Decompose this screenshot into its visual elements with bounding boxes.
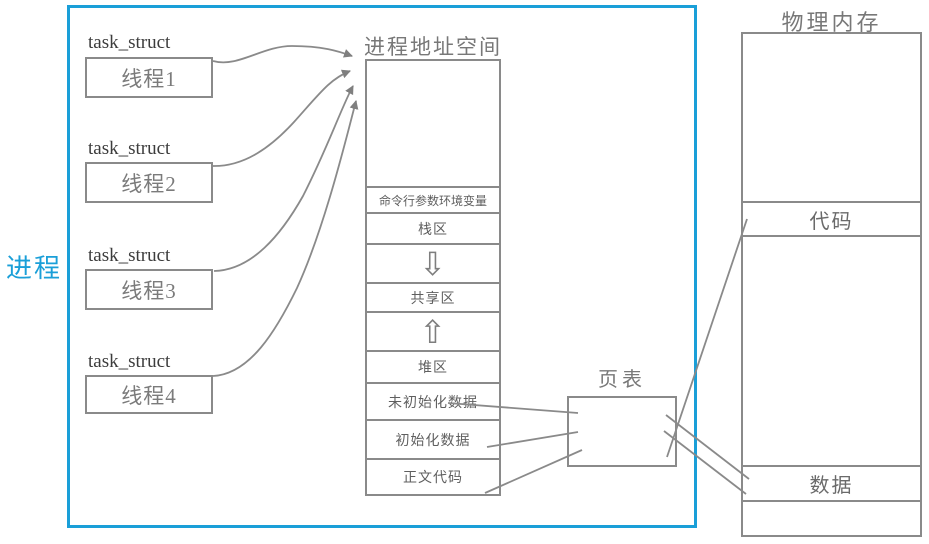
shared-segment: 共享区 xyxy=(367,282,499,311)
page-table-title: 页表 xyxy=(598,369,646,391)
memory-empty-middle xyxy=(743,235,920,465)
heap-segment: 堆区 xyxy=(367,350,499,382)
memory-empty-bottom xyxy=(743,500,920,535)
text-code-segment: 正文代码 xyxy=(367,458,499,494)
stack-segment: 栈区 xyxy=(367,212,499,243)
memory-code-segment: 代码 xyxy=(743,201,920,235)
cmdline-env-segment: 命令行参数环境变量 xyxy=(367,186,499,212)
process-label: 进程 xyxy=(6,254,63,283)
task-struct-label-1: task_struct xyxy=(88,32,171,53)
heap-grow-segment: ⇧ xyxy=(367,311,499,350)
heap-grows-up-icon: ⇧ xyxy=(419,312,447,351)
thread-1-box: 线程1 xyxy=(85,57,213,98)
task-struct-label-2: task_struct xyxy=(88,138,171,159)
memory-empty-top xyxy=(743,34,920,201)
address-space-box: 命令行参数环境变量 栈区 ⇩ 共享区 ⇧ 堆区 未初始化数据 初始化数据 正文代… xyxy=(365,59,501,496)
stack-grows-down-icon: ⇩ xyxy=(419,244,447,283)
kernel-empty-segment xyxy=(367,61,499,186)
memory-data-segment: 数据 xyxy=(743,465,920,500)
page-table-box xyxy=(567,396,677,467)
initialized-data-segment: 初始化数据 xyxy=(367,419,499,458)
physical-memory-title: 物理内存 xyxy=(781,10,882,35)
thread-4-box: 线程4 xyxy=(85,375,213,414)
uninitialized-data-segment: 未初始化数据 xyxy=(367,382,499,419)
task-struct-label-4: task_struct xyxy=(88,351,171,372)
physical-memory-box: 代码 数据 xyxy=(741,32,922,537)
stack-grow-segment: ⇩ xyxy=(367,243,499,282)
address-space-title: 进程地址空间 xyxy=(364,35,502,59)
thread-3-box: 线程3 xyxy=(85,269,213,310)
task-struct-label-3: task_struct xyxy=(88,245,171,266)
thread-2-box: 线程2 xyxy=(85,162,213,203)
